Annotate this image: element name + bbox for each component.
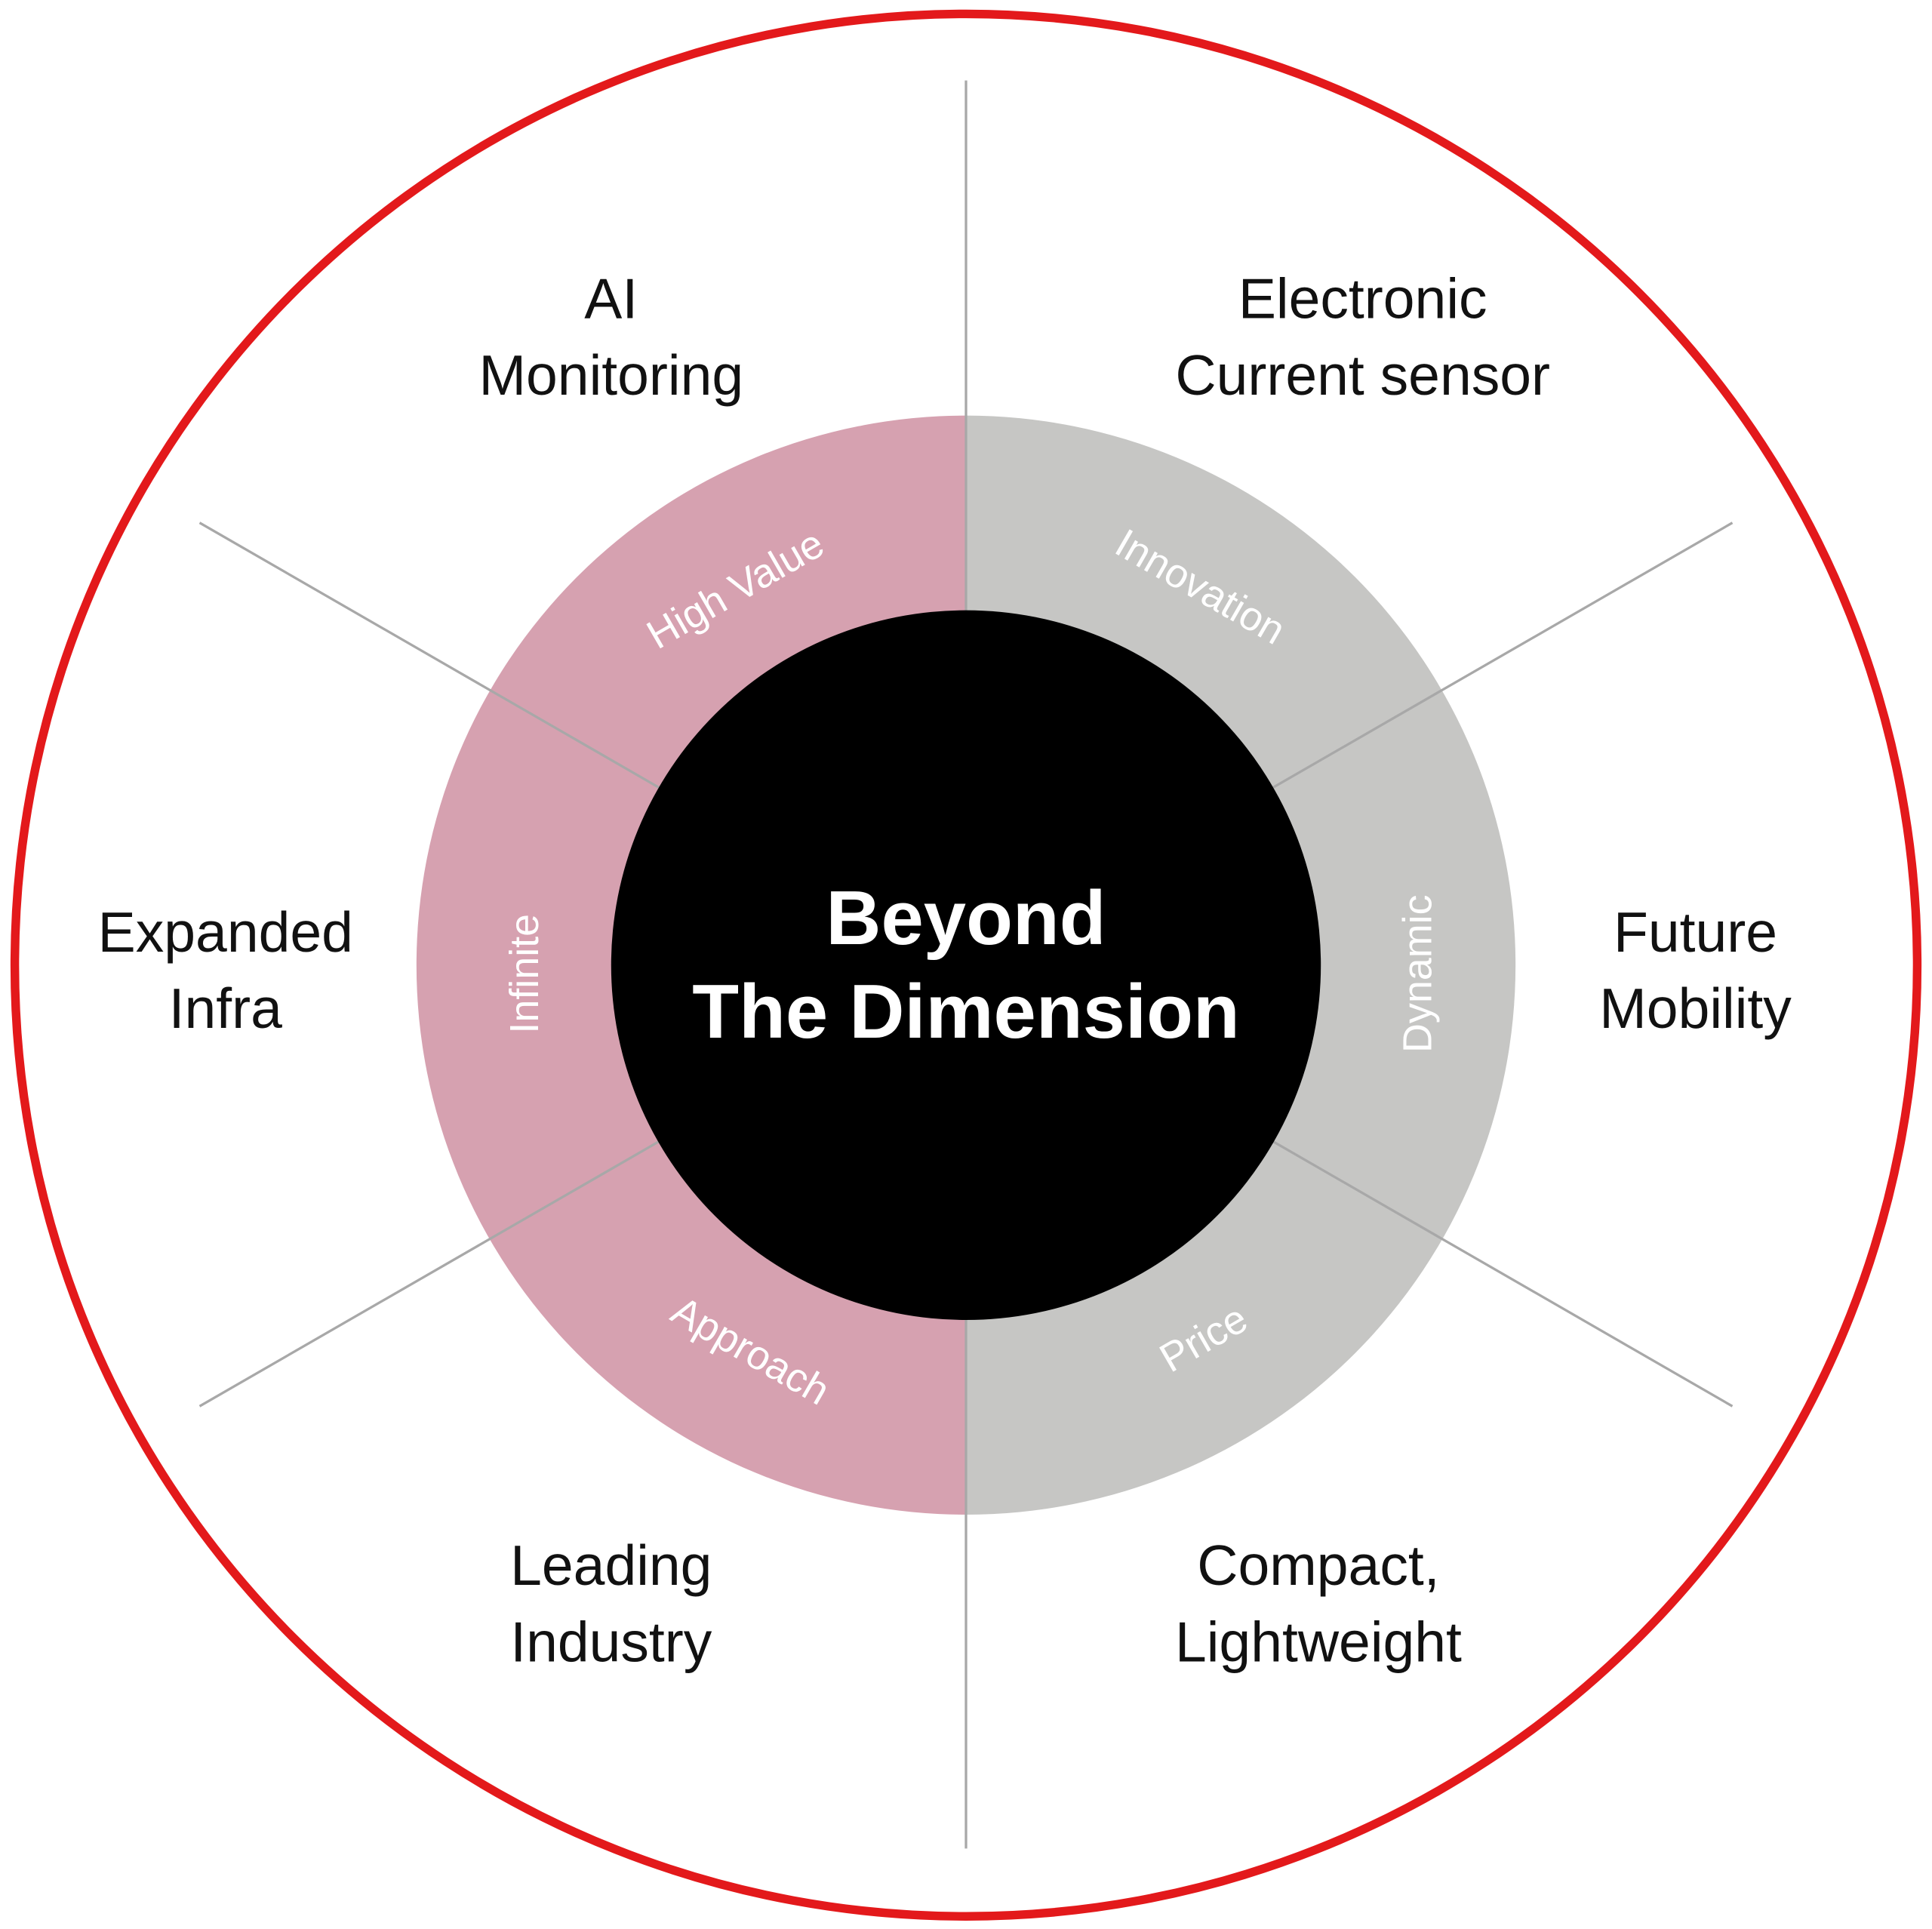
outer-label-expanded-infra: Expanded Infra <box>98 900 353 1040</box>
outer-label-line: Future <box>1614 900 1777 964</box>
outer-label-line: Electronic <box>1238 267 1487 331</box>
center-title-line1: Beyond <box>826 875 1106 961</box>
outer-label-line: Expanded <box>98 900 353 964</box>
outer-label-leading-industry: Leading Industry <box>510 1534 712 1673</box>
core-circle <box>611 610 1321 1321</box>
outer-label-compact-lightweight: Compact, Lightweight <box>1175 1534 1462 1673</box>
outer-label-line: Infra <box>169 977 282 1040</box>
outer-label-line: AI <box>584 267 638 331</box>
ring-label-infinite: Infinite <box>502 914 547 1034</box>
outer-label-electronic-sensor: Electronic Current sensor <box>1175 267 1550 407</box>
outer-label-line: Monitoring <box>478 343 743 407</box>
outer-label-line: Leading <box>510 1534 712 1597</box>
outer-label-line: Industry <box>510 1610 712 1673</box>
outer-label-line: Lightweight <box>1175 1610 1462 1673</box>
outer-label-line: Mobility <box>1599 977 1792 1040</box>
outer-label-line: Current sensor <box>1175 343 1550 407</box>
outer-label-future-mobility: Future Mobility <box>1599 900 1792 1040</box>
center-title-line2: The Dimension <box>692 969 1239 1054</box>
outer-label-line: Compact, <box>1197 1534 1439 1597</box>
ring-label-dynamic: Dynamic <box>1395 894 1441 1053</box>
outer-label-ai-monitoring: AI Monitoring <box>478 267 743 407</box>
